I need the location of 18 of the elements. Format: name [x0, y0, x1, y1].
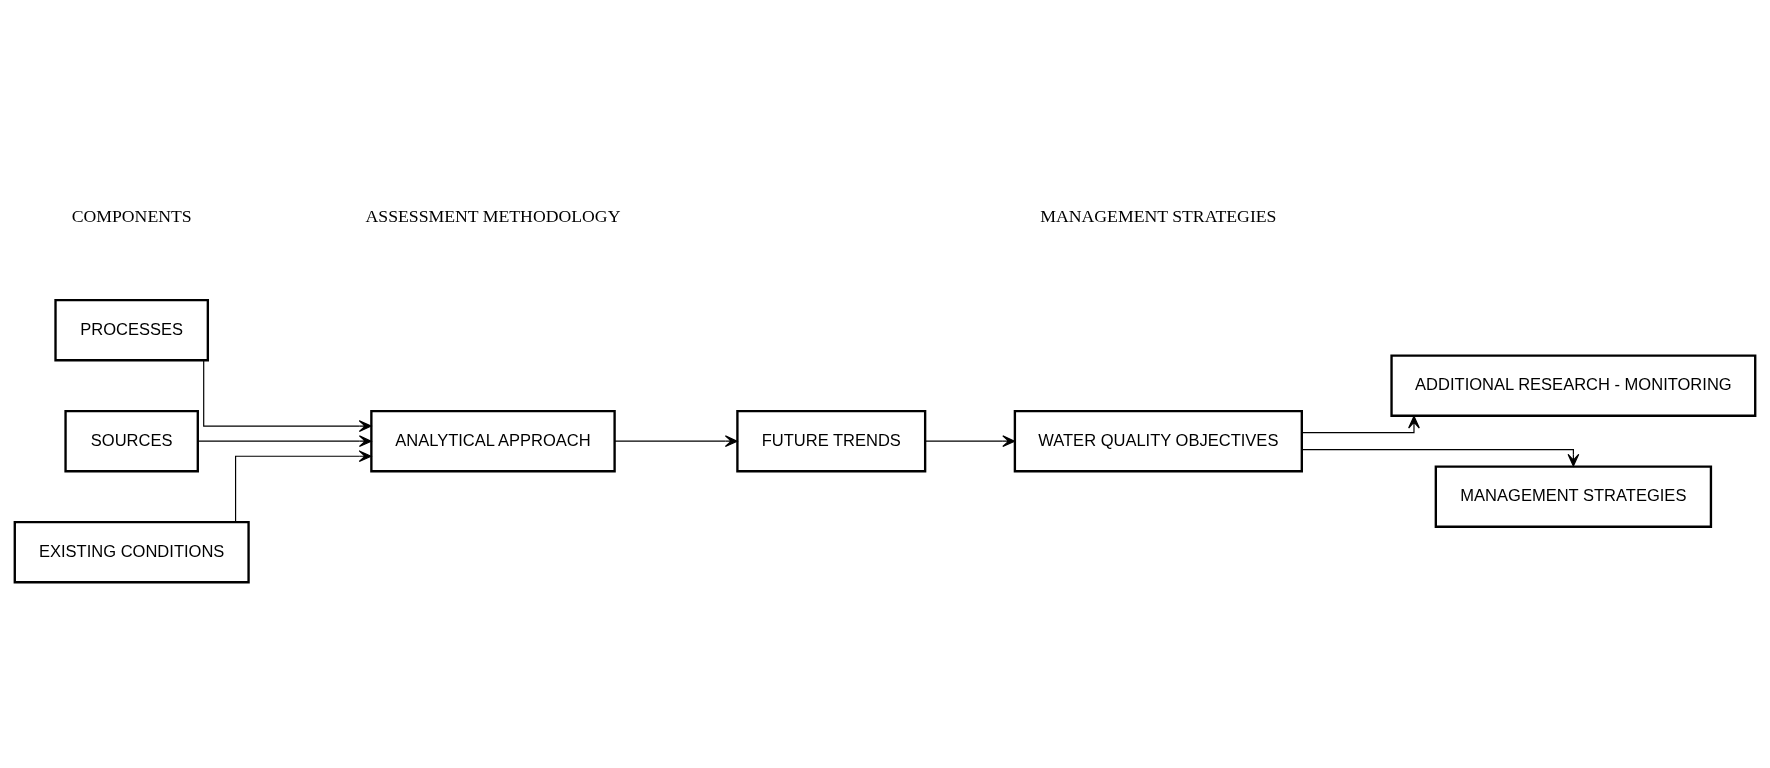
- node-box: ADDITIONAL RESEARCH - MONITORING: [1390, 353, 1757, 417]
- arrow: [197, 434, 372, 447]
- node-box: WATER QUALITY OBJECTIVES: [1013, 409, 1303, 472]
- label: ASSESSMENT METHODOLOGY: [365, 205, 621, 226]
- node-box: EXISTING CONDITIONS: [13, 520, 250, 583]
- arrow: [1301, 448, 1580, 467]
- node-box: FUTURE TRENDS: [736, 409, 927, 472]
- arrow: [235, 449, 372, 522]
- label: COMPONENTS: [71, 205, 192, 226]
- arrow: [614, 434, 738, 447]
- label: MANAGEMENT STRATEGIES: [1040, 205, 1277, 226]
- node-box: SOURCES: [64, 409, 199, 472]
- arrow: [203, 359, 372, 432]
- arrow: [1301, 415, 1420, 433]
- arrow: [924, 434, 1016, 447]
- node-box: ANALYTICAL APPROACH: [370, 409, 616, 472]
- node-box: MANAGEMENT STRATEGIES: [1434, 464, 1713, 528]
- node-box: PROCESSES: [54, 298, 209, 361]
